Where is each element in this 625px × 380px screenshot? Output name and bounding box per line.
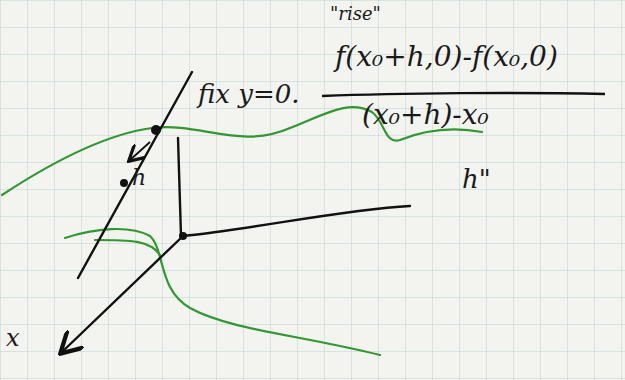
surface-curves — [2, 107, 482, 355]
handwritten-note: fix y=0. — [198, 80, 300, 109]
handwritten-note: "rise" — [330, 4, 381, 24]
handwritten-note: f(x₀+h,0)-f(x₀,0) — [335, 42, 558, 73]
handwritten-note: h" — [462, 165, 491, 194]
point — [151, 125, 161, 135]
handwritten-note: x — [6, 325, 20, 351]
point — [120, 179, 128, 187]
fraction-bar — [322, 93, 605, 96]
origin — [179, 232, 187, 240]
step-arrow — [130, 142, 150, 160]
handwritten-note: (x₀+h)-x₀ — [362, 100, 489, 131]
handwritten-note: h — [132, 166, 146, 190]
axes — [62, 72, 410, 352]
